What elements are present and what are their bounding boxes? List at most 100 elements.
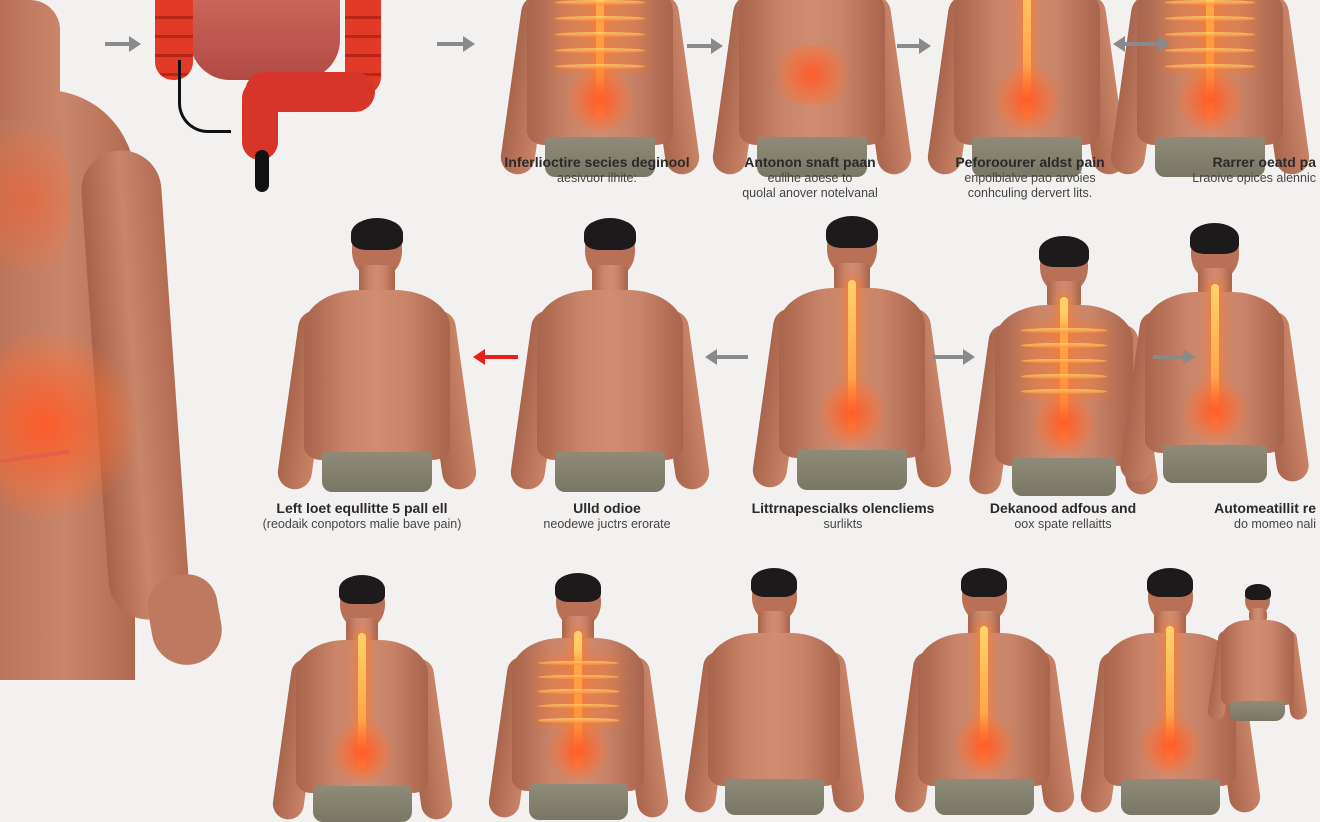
shorts <box>528 783 628 820</box>
back-figure <box>710 0 914 177</box>
hair <box>1039 236 1089 267</box>
caption-sub: aesivuor ilhite: <box>557 171 637 185</box>
arrow-right-icon <box>437 36 475 52</box>
hair <box>750 568 798 597</box>
back-figure <box>1108 0 1312 177</box>
rectum <box>242 80 278 160</box>
pain-glow <box>952 714 1016 777</box>
caption-title: Left loet equllitte 5 pall ell <box>276 500 448 516</box>
caption-title: Littrnapescialks olencliems <box>751 500 935 516</box>
arrow-shaft <box>483 355 518 359</box>
glowing-rib <box>537 718 619 723</box>
back-figure <box>498 0 702 177</box>
glowing-rib <box>1165 16 1255 21</box>
shorts <box>312 785 412 822</box>
arrow-head <box>711 38 723 54</box>
caption-mid-1: Left loet equllitte 5 pall ell(reodaik c… <box>263 500 462 532</box>
glowing-rib <box>1021 373 1107 379</box>
arrow-head <box>963 349 975 365</box>
caption-sub: surlikts <box>823 517 863 531</box>
arrow-head <box>1158 36 1170 52</box>
glowing-rib <box>555 16 645 21</box>
pain-glow <box>330 721 394 784</box>
shorts <box>1011 458 1117 497</box>
pain-glow <box>767 45 857 105</box>
arrow-shaft <box>1153 355 1185 359</box>
glowing-spine <box>1023 0 1031 117</box>
glowing-rib <box>1165 32 1255 37</box>
shorts <box>545 137 655 177</box>
caption-sub: do momeo nali <box>1234 517 1316 531</box>
back-figure <box>1118 223 1312 484</box>
large-figure-upper-glow <box>0 100 70 300</box>
caption-sub: oox spate rellaitts <box>1014 517 1112 531</box>
arrow-head <box>919 38 931 54</box>
shorts <box>1230 701 1285 721</box>
glowing-rib <box>555 32 645 37</box>
shorts <box>797 450 907 490</box>
back-figure <box>750 216 954 490</box>
hair <box>1244 584 1271 600</box>
hair <box>826 216 878 248</box>
hair <box>351 218 403 250</box>
pain-glow <box>817 378 887 448</box>
hair <box>960 568 1008 597</box>
torso <box>1221 620 1294 705</box>
glowing-rib <box>537 660 619 665</box>
caption-title: Dekanood adfous and <box>989 500 1137 516</box>
hair <box>1146 568 1194 597</box>
caption-title: Rarrer oeatd pa <box>1212 154 1316 170</box>
torso <box>304 290 450 460</box>
glowing-spine <box>596 0 604 117</box>
shorts <box>322 452 432 492</box>
arrow-right-icon <box>105 36 141 52</box>
large-figure-neck <box>0 0 60 120</box>
back-figure <box>508 218 712 492</box>
caption-sub: neodewe juctrs erorate <box>543 517 671 531</box>
arrow-right-icon <box>897 38 931 54</box>
caption-sub: Lraoive opices alennic <box>1192 171 1316 185</box>
hair <box>584 218 636 250</box>
caption-sub: conhculing dervert lits. <box>967 186 1093 200</box>
glowing-rib <box>537 674 619 680</box>
hair <box>554 573 602 602</box>
glowing-rib <box>555 64 645 69</box>
arrow-shaft <box>687 44 713 48</box>
caption-sub: enpolbialve pao arvoies <box>964 171 1096 185</box>
shorts <box>757 137 867 177</box>
rectum-tip <box>255 150 269 192</box>
back-figure <box>270 575 454 822</box>
glowing-spine <box>1206 0 1214 117</box>
intestine-illustration <box>150 0 390 200</box>
glowing-rib <box>555 0 645 5</box>
pain-glow <box>992 65 1062 135</box>
arrow-shaft <box>932 355 965 359</box>
arrow-head <box>705 349 717 365</box>
hair <box>338 575 386 604</box>
arrow-left-icon <box>473 349 518 365</box>
pain-glow <box>1181 377 1248 444</box>
arrow-left-icon <box>705 349 748 365</box>
caption-title: Ulld odioe <box>573 500 641 516</box>
arrow-right-icon <box>687 38 723 54</box>
arrow-shaft <box>715 355 748 359</box>
shorts <box>972 137 1082 177</box>
glowing-rib <box>1165 0 1255 5</box>
pain-glow <box>1175 65 1245 135</box>
arrow-shaft <box>1123 42 1160 46</box>
glowing-spine <box>1060 296 1068 440</box>
arrow-head <box>473 349 485 365</box>
back-figure <box>892 568 1076 815</box>
hair <box>1190 223 1240 254</box>
pain-glow <box>1138 714 1202 777</box>
caption-sub: (reodaik conpotors malie bave pain) <box>262 517 462 531</box>
glowing-rib <box>1165 64 1255 69</box>
arrow-head <box>1183 349 1195 365</box>
back-figure <box>967 236 1161 497</box>
